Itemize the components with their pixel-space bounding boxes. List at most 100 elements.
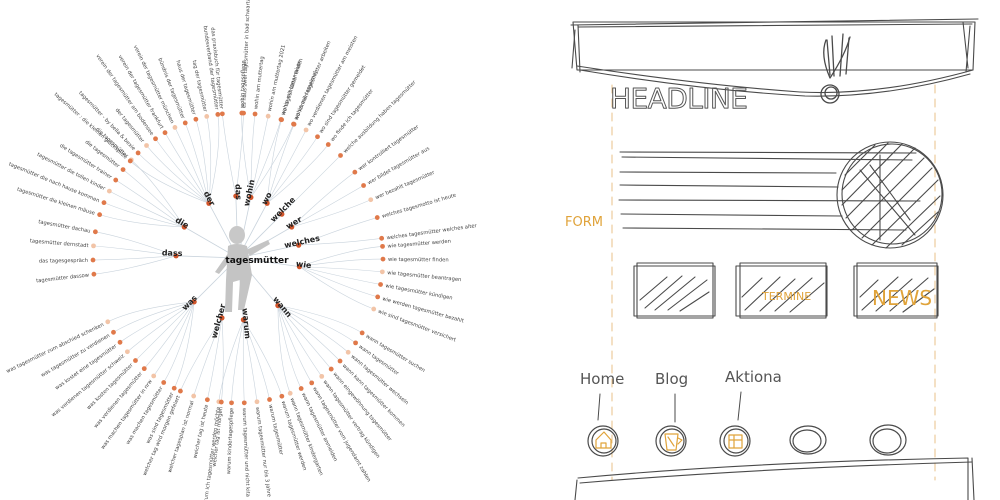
leaf-dot [229, 400, 234, 406]
leaf-edge [250, 119, 282, 198]
leaf-dot [265, 113, 271, 119]
leaf-dot [97, 212, 103, 218]
branch-node [296, 264, 302, 270]
leaf-edge [299, 246, 383, 267]
branch-label-dass[interactable]: dass [162, 248, 183, 258]
branch-label-wann[interactable]: wann [271, 295, 294, 320]
leaf-dot [374, 215, 380, 220]
nav-circle-empty-1[interactable] [789, 425, 827, 455]
leaf-edge [95, 231, 177, 257]
leaf-label[interactable]: es haus zwei tagesmütter in bad schwarta… [242, 0, 252, 108]
leaf-edge [299, 266, 383, 273]
leaf-label[interactable]: welcher tag ist heute [193, 404, 210, 459]
nav-blog-label[interactable]: Blog [655, 370, 688, 388]
leaf-edge [277, 305, 341, 362]
leaf-edge [93, 245, 177, 257]
nav-circle-home[interactable] [587, 425, 619, 457]
leaf-label[interactable]: wie tagesmütter werden [387, 239, 451, 250]
branch-node [264, 200, 270, 206]
leaf-dot [380, 243, 385, 249]
nav-circle-empty-2[interactable] [869, 424, 907, 456]
leaf-edge [163, 301, 195, 383]
leaf-edge [277, 305, 349, 353]
cup-icon [664, 433, 683, 451]
leaf-label[interactable]: wie tagesmütter beantragen [387, 270, 462, 283]
leaf-dot [105, 319, 111, 325]
leaf-dot [254, 399, 260, 405]
leaf-edge [144, 301, 195, 369]
leaf-label[interactable]: warum kindertagespflege [226, 408, 235, 475]
leaf-label[interactable]: welches tagesmütter welches alter [386, 223, 478, 241]
leaf-dot [309, 380, 315, 386]
leaf-label[interactable]: wie tagesmütter finden [388, 257, 449, 263]
leaf-dot [378, 282, 383, 287]
leaf-edge [243, 319, 258, 402]
nav-home-label[interactable]: Home [580, 370, 624, 388]
leaf-edge [299, 266, 374, 310]
leaf-label[interactable]: wohin am muttertag [253, 56, 265, 110]
leaf-dot [111, 329, 116, 335]
nav-aktiona-label[interactable]: Aktiona [725, 368, 782, 386]
leaf-edge [277, 305, 332, 370]
house-icon [595, 431, 612, 449]
leaf-dot [352, 169, 358, 175]
leaf-edge [135, 301, 195, 361]
leaf-dot [359, 330, 365, 336]
leaf-dot [353, 340, 358, 346]
branch-label-welches[interactable]: welches [283, 234, 320, 250]
branch-label-das[interactable]: das [233, 184, 243, 200]
tile-termine[interactable]: TERMINE [735, 262, 828, 319]
leaf-dot [204, 397, 210, 403]
branch-label-wo[interactable]: wo [260, 190, 274, 206]
wireframe-sketch: HEADLINE FORM TERMINE [565, 18, 979, 500]
tile-news-label: NEWS [872, 286, 932, 310]
branch-label-wer[interactable]: wer [284, 215, 303, 231]
leaf-dot [291, 121, 297, 127]
branch-label-wie[interactable]: wie [295, 259, 312, 270]
leaf-dot [279, 393, 285, 399]
leaf-label[interactable]: tagesmütter dassow [36, 272, 90, 284]
leaf-label[interactable]: warum tagesmütter und nicht kita [241, 408, 251, 497]
leaf-edge [231, 319, 244, 403]
leaf-edge [242, 319, 245, 403]
branch-label-welcher[interactable]: welcher [210, 303, 228, 340]
leaf-label[interactable]: wo können tagesmütter arbeiten [294, 40, 333, 121]
image-placeholder-circle [836, 141, 944, 249]
tile-news[interactable]: NEWS [853, 262, 939, 319]
leaf-dot [106, 188, 112, 194]
form-lines [618, 151, 921, 231]
leaf-label[interactable]: warum tagesmütter [267, 404, 284, 457]
leaf-dot [144, 143, 149, 148]
tile-empty[interactable] [633, 262, 716, 319]
branch-label-der[interactable]: der [202, 190, 217, 208]
leaf-label[interactable]: welches tagesmotto ist heute [381, 193, 457, 220]
leaf-edge [221, 317, 224, 403]
leaf-label[interactable]: warum tagesmütter nur bis 3 jahre [254, 406, 272, 497]
branch-node [206, 200, 212, 206]
leaf-dot [315, 134, 320, 140]
branch-node [233, 193, 239, 199]
leaf-edge [173, 301, 195, 389]
leaf-label[interactable]: tagesmütter dachau [38, 219, 91, 234]
leaf-edge [266, 129, 307, 204]
leaf-dot [267, 397, 272, 402]
leaf-dot [117, 339, 123, 345]
leaf-label[interactable]: das tagesgespräch [39, 258, 88, 265]
mindmap-edges [93, 113, 383, 403]
leaf-edge [109, 190, 185, 228]
leaf-edge [130, 160, 210, 204]
leaf-edge [206, 116, 212, 204]
leaf-dot [153, 136, 158, 142]
leaf-dot [127, 158, 133, 164]
leaf-label[interactable]: wohin tagespflege [240, 60, 247, 108]
nav-circle-blog[interactable] [655, 425, 687, 457]
leaf-edge [243, 319, 270, 400]
leaf-edge [119, 301, 195, 343]
nav-circle-aktiona[interactable] [719, 425, 751, 457]
leaf-edge [277, 305, 356, 344]
leaf-label[interactable]: tagesmütter dernstadt [30, 238, 89, 249]
branch-label-warum[interactable]: warum [240, 308, 252, 339]
leaf-label[interactable]: wo finde ich tagesmütter [330, 88, 376, 143]
leaf-dot [287, 390, 293, 396]
leaf-edge [277, 305, 322, 377]
